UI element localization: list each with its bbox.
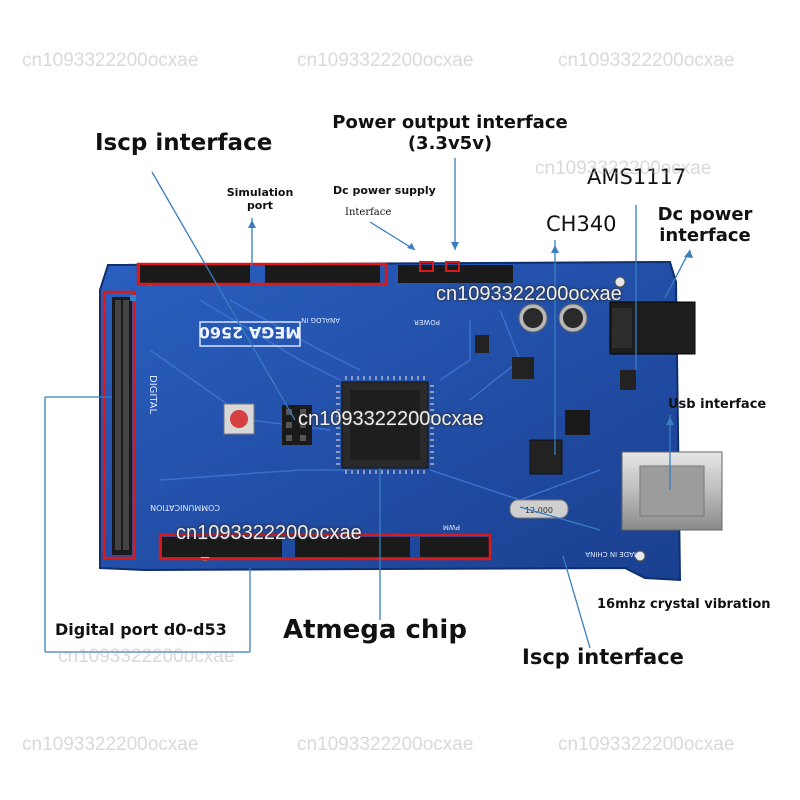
- watermark: cn1093322200ocxae: [22, 734, 199, 755]
- watermark: cn1093322200ocxae: [297, 734, 474, 755]
- simulation-line2: port: [246, 199, 274, 212]
- watermark: cn1093322200ocxae: [297, 50, 474, 71]
- watermark: cn1093322200ocxae: [176, 522, 362, 544]
- dc-power-supply-label: Dc power supply: [333, 184, 436, 197]
- power-output-line1: Power output interface: [332, 112, 568, 133]
- simulation-port-label: Simulation port: [215, 186, 305, 212]
- watermark: cn1093322200ocxae: [558, 734, 735, 755]
- dc-power-line1: Dc power: [657, 204, 753, 225]
- svg-text:POWER: POWER: [414, 318, 440, 326]
- iscp-bottom-label: Iscp interface: [522, 645, 684, 669]
- ams1117-label: AMS1117: [587, 165, 687, 189]
- digital-port-label: Digital port d0-d53: [55, 620, 227, 639]
- svg-text:12.000: 12.000: [525, 506, 553, 515]
- dc-power-line2: interface: [659, 225, 751, 246]
- watermark: cn1093322200ocxae: [58, 646, 235, 667]
- power-output-line2: (3.3v5v): [407, 133, 493, 154]
- watermark: cn1093322200ocxae: [436, 283, 622, 305]
- watermark: cn1093322200ocxae: [558, 50, 735, 71]
- left-header-highlight: [102, 290, 136, 560]
- watermark: cn1093322200ocxae: [22, 50, 199, 71]
- watermark: cn1093322200ocxae: [535, 158, 712, 179]
- interface-label: Interface: [345, 207, 392, 218]
- svg-text:COMMUNICATION: COMMUNICATION: [150, 503, 220, 512]
- svg-text:DIGITAL: DIGITAL: [147, 375, 158, 415]
- ch340-label: CH340: [546, 212, 617, 236]
- svg-text:ANALOG IN: ANALOG IN: [301, 316, 340, 324]
- crystal-label: 16mhz crystal vibration: [597, 597, 771, 612]
- watermark: cn1093322200ocxae: [298, 408, 484, 430]
- svg-text:MEGA 2560: MEGA 2560: [199, 323, 301, 342]
- atmega-chip-label: Atmega chip: [283, 615, 467, 645]
- svg-text:MADE IN CHINA: MADE IN CHINA: [585, 550, 640, 558]
- svg-text:PWM: PWM: [443, 523, 460, 531]
- analog-header-highlight: [136, 262, 388, 286]
- usb-interface-label: Usb interface: [668, 397, 767, 412]
- dc-power-interface-label: Dc power interface: [640, 204, 770, 246]
- iscp-top-label: Iscp interface: [95, 130, 273, 156]
- power-output-label: Power output interface (3.3v5v): [320, 112, 580, 154]
- bottom-header-highlight: [158, 533, 492, 561]
- simulation-line1: Simulation: [226, 186, 294, 199]
